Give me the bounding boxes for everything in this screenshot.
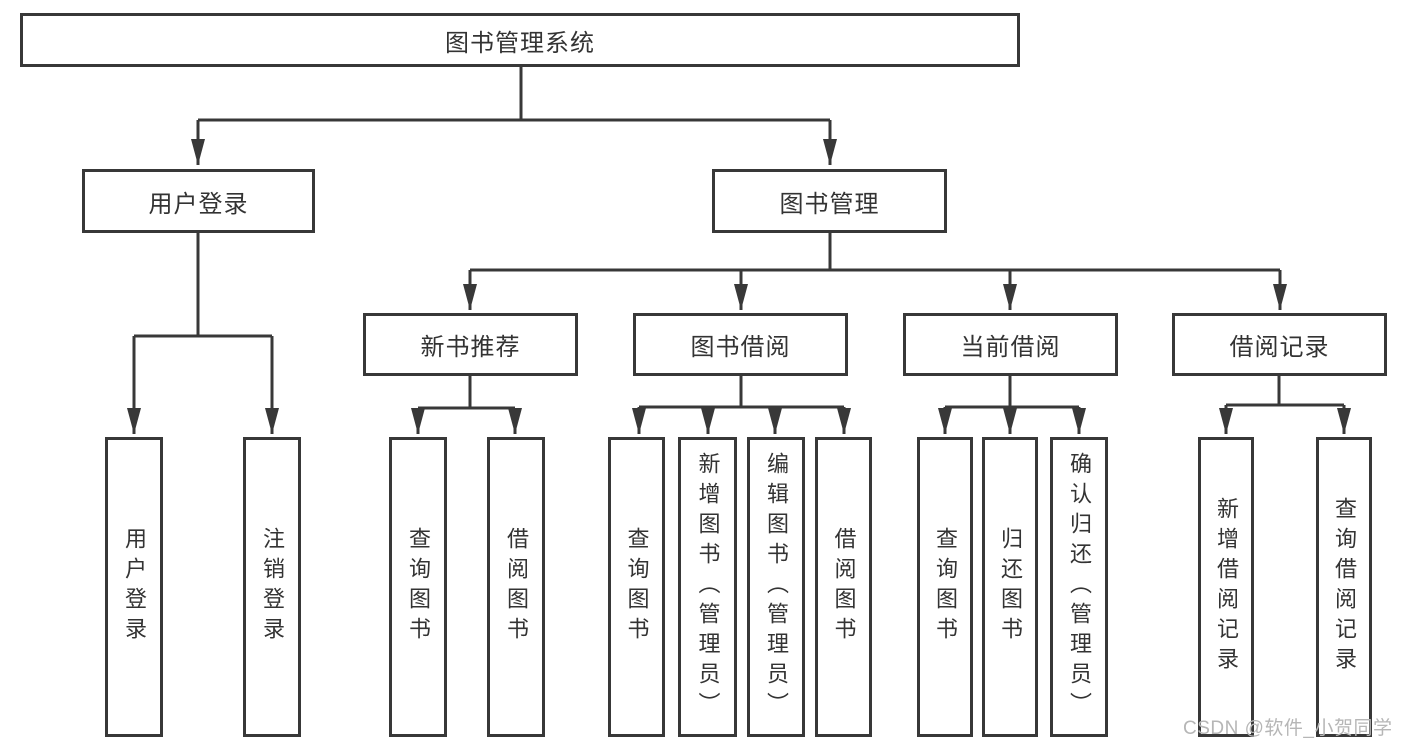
leaf-borrow-book: 借阅图书: [815, 437, 872, 737]
leaf-borrow-query-book: 查询图书: [608, 437, 665, 737]
csdn-watermark: CSDN @软件_小贺同学: [1183, 718, 1393, 739]
leaf-return-book: 归还图书: [982, 437, 1038, 737]
leaf-confirm-return-admin: 确认归还（管理员）: [1050, 437, 1108, 737]
node-new-book-recommend: 新书推荐: [363, 313, 578, 376]
node-borrow-record: 借阅记录: [1172, 313, 1387, 376]
leaf-add-borrow-record: 新增借阅记录: [1198, 437, 1254, 737]
leaf-logout: 注销登录: [243, 437, 301, 737]
node-library-management-system: 图书管理系统: [20, 13, 1020, 67]
leaf-edit-book-admin: 编辑图书（管理员）: [747, 437, 805, 737]
leaf-current-query-book: 查询图书: [917, 437, 973, 737]
leaf-recommend-borrow-book: 借阅图书: [487, 437, 545, 737]
node-book-management: 图书管理: [712, 169, 947, 233]
leaf-recommend-query-book: 查询图书: [389, 437, 447, 737]
node-current-borrow: 当前借阅: [903, 313, 1118, 376]
node-user-login: 用户登录: [82, 169, 315, 233]
node-book-borrow: 图书借阅: [633, 313, 848, 376]
leaf-user-login: 用户登录: [105, 437, 163, 737]
leaf-query-borrow-record: 查询借阅记录: [1316, 437, 1372, 737]
leaf-add-book-admin: 新增图书（管理员）: [678, 437, 737, 737]
